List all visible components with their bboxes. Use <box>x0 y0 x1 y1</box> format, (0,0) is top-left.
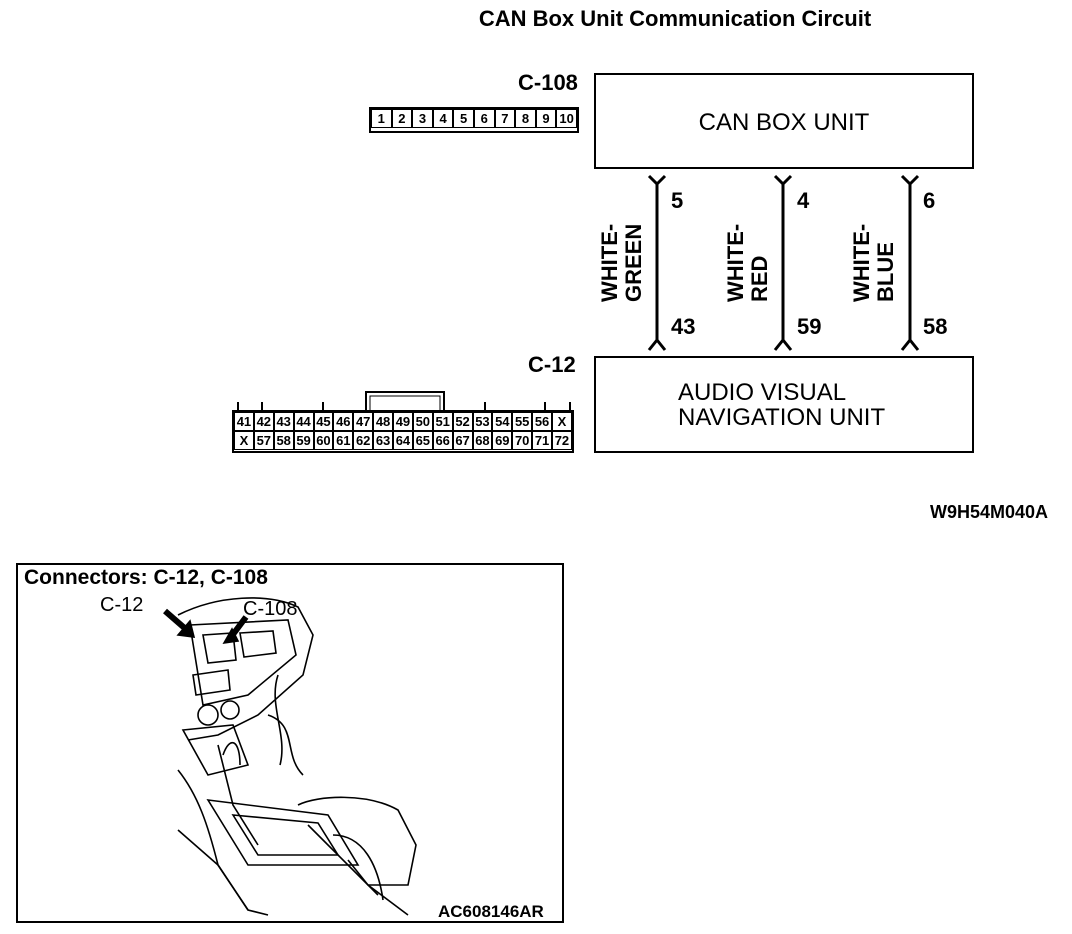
connector-pin-cell: 65 <box>412 431 433 450</box>
connector-location-title: Connectors: C-12, C-108 <box>24 566 268 589</box>
wire-color-line2: GREEN <box>621 223 646 302</box>
connector-pin-cell: 10 <box>556 109 577 128</box>
connector-pin-cell: 53 <box>472 412 493 431</box>
connector-pin-cell: 47 <box>353 412 374 431</box>
av-unit-label-line2: NAVIGATION UNIT <box>678 404 886 431</box>
wire-white-blue <box>900 174 920 351</box>
connector-pin-cell: 68 <box>472 431 493 450</box>
connector-pin-cell: 42 <box>253 412 274 431</box>
connector-pin-cell: 67 <box>452 431 473 450</box>
connector-pin-cell: 6 <box>473 109 495 128</box>
wire-color-line1: WHITE- <box>597 223 622 302</box>
connector-pin-cell: X <box>234 431 254 450</box>
audio-visual-navigation-unit: AUDIO VISUAL NAVIGATION UNIT <box>594 356 974 453</box>
wire-color-line1: WHITE- <box>849 223 874 302</box>
connector-pin-cell: 59 <box>293 431 314 450</box>
wire-color-line2: RED <box>747 255 772 302</box>
illustration-code: AC608146AR <box>438 902 544 921</box>
connector-pin-cell: 56 <box>532 412 552 431</box>
vehicle-interior-drawing <box>163 597 417 916</box>
connector-pin-cell: 72 <box>552 431 572 450</box>
connector-pin-cell: 52 <box>452 412 473 431</box>
connector-pin-cell: 46 <box>333 412 354 431</box>
diagram-code: W9H54M040A <box>930 502 1049 522</box>
connector-pin-cell: 7 <box>494 109 516 128</box>
pin-can-4: 4 <box>797 188 810 213</box>
connector-pin-cell: X <box>552 412 572 431</box>
wire-color-label-green: WHITE- GREEN <box>597 223 646 302</box>
connector-pin-cell: 64 <box>393 431 413 450</box>
pin-can-6: 6 <box>923 188 936 213</box>
connector-pin-cell: 58 <box>273 431 294 450</box>
connector-pin-cell: 60 <box>313 431 334 450</box>
wire-color-line1: WHITE- <box>723 223 748 302</box>
connector-pin-cell: 57 <box>253 431 274 450</box>
wire-color-label-red: WHITE- RED <box>723 223 772 302</box>
pin-av-58: 58 <box>923 314 948 339</box>
av-unit-label-line1: AUDIO VISUAL <box>678 379 847 406</box>
connector-pin-cell: 48 <box>373 412 393 431</box>
connector-pin-cell: 3 <box>412 109 433 128</box>
connector-pin-cell: 55 <box>512 412 533 431</box>
connector-pin-cell: 70 <box>512 431 533 450</box>
connector-pin-cell: 69 <box>492 431 513 450</box>
pin-av-59: 59 <box>797 314 822 339</box>
connector-pin-cell: 63 <box>373 431 393 450</box>
connector-location-illustration <box>16 563 564 923</box>
connector-pin-cell: 62 <box>353 431 374 450</box>
pin-av-43: 43 <box>671 314 696 339</box>
connector-pin-cell: 71 <box>532 431 552 450</box>
callout-c12: C-12 <box>100 594 144 616</box>
av-unit-label: AUDIO VISUAL NAVIGATION UNIT <box>678 380 885 430</box>
wire-white-green <box>647 174 667 351</box>
connector-pin-cell: 66 <box>432 431 453 450</box>
connector-pin-cell: 51 <box>432 412 453 431</box>
connector-pin-cell: 4 <box>432 109 454 128</box>
wire-color-label-blue: WHITE- BLUE <box>849 223 898 302</box>
connector-pin-cell: 45 <box>313 412 334 431</box>
can-box-unit: CAN BOX UNIT <box>594 73 974 169</box>
connector-pin-cell: 50 <box>412 412 433 431</box>
callout-c108: C-108 <box>243 598 298 620</box>
connector-pin-cell: 1 <box>371 109 392 128</box>
can-box-unit-label: CAN BOX UNIT <box>698 109 870 136</box>
connector-c12-latch <box>237 391 571 411</box>
connector-pin-cell: 61 <box>333 431 354 450</box>
connector-pin-cell: 54 <box>492 412 513 431</box>
connector-pin-cell: 43 <box>273 412 294 431</box>
connector-pin-cell: 49 <box>393 412 413 431</box>
connector-c12-label: C-12 <box>528 352 576 377</box>
wire-white-red <box>773 174 793 351</box>
diagram-title: CAN Box Unit Communication Circuit <box>478 6 872 31</box>
connector-pin-cell: 41 <box>234 412 254 431</box>
wire-color-line2: BLUE <box>873 242 898 302</box>
connector-pin-cell: 9 <box>535 109 557 128</box>
connector-pin-cell: 44 <box>293 412 314 431</box>
connector-pin-cell: 2 <box>391 109 413 128</box>
connector-pin-cell: 8 <box>515 109 536 128</box>
pin-can-5: 5 <box>671 188 684 213</box>
connector-c108-label: C-108 <box>518 70 578 95</box>
connector-pin-cell: 5 <box>453 109 474 128</box>
